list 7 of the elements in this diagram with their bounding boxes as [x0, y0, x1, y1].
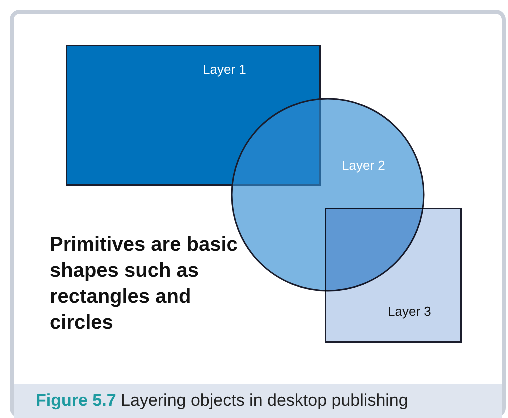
layer-label: Layer 3 [388, 304, 432, 319]
layer-label: Layer 1 [203, 62, 246, 77]
rectangle-shape [66, 45, 321, 186]
note-text: Primitives are basic shapes such as rectangles and circles [50, 233, 239, 336]
figure-caption: Figure 5.7 Layering objects in desktop publishing [36, 391, 408, 411]
layer-label: Layer 2 [342, 158, 386, 173]
square-shape [325, 208, 462, 343]
